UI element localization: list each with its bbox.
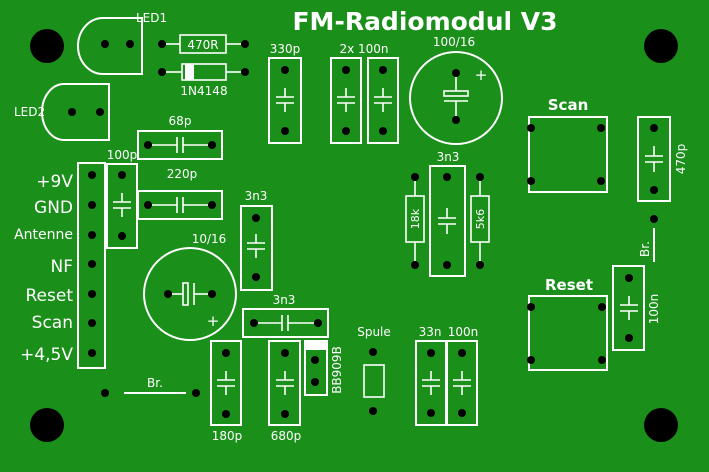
- capacitor-470p: 470p: [637, 116, 688, 202]
- scan-label: Scan: [548, 96, 589, 114]
- connector-7pin: +9V GND Antenne NF Reset Scan +4,5V: [14, 162, 106, 369]
- mounting-hole-top-left: [30, 29, 64, 63]
- capacitors-33n-100n: 33n 100n: [415, 325, 479, 426]
- varicap-bb909b-label: BB909B: [330, 346, 344, 394]
- capacitor-3n3-left-label: 3n3: [245, 189, 268, 203]
- capacitor-680p-label: 680p: [271, 429, 302, 443]
- capacitor-100p-label: 100p: [107, 148, 138, 162]
- capacitor-330p: 330p: [268, 42, 302, 144]
- pin-label-9v: +9V: [36, 172, 73, 192]
- pin-label-nf: NF: [51, 257, 74, 277]
- capacitor-68p: 68p: [137, 114, 223, 160]
- reset-label: Reset: [545, 276, 593, 294]
- resistor-5k6-label: 5k6: [474, 209, 487, 229]
- capacitors-2x100n: 2x 100n: [330, 42, 399, 144]
- electrolytic-10-16-label: 10/16: [192, 232, 227, 246]
- pin-label-scan: Scan: [32, 313, 73, 333]
- capacitor-33n-label: 33n: [419, 325, 442, 339]
- capacitor-100n-right: 100n: [612, 265, 661, 351]
- mounting-hole-bottom-right: [644, 408, 678, 442]
- bridge-bottom: Br.: [101, 376, 200, 397]
- diode-1n4148: 1N4148: [158, 63, 249, 98]
- varicap-bb909b: BB909B: [304, 340, 344, 396]
- capacitor-3n3-mid: 3n3: [242, 293, 329, 338]
- mounting-hole-bottom-left: [30, 408, 64, 442]
- led2-footprint: LED2: [14, 83, 110, 141]
- scan-button-footprint: Scan: [527, 96, 608, 193]
- led1-footprint: LED1: [77, 11, 167, 75]
- reset-button-footprint: Reset: [527, 276, 608, 371]
- led1-label: LED1: [136, 11, 167, 25]
- electrolytic-100-16-label: 100/16: [433, 35, 475, 49]
- resistor-470r: 470R: [158, 34, 249, 54]
- pin-label-gnd: GND: [34, 198, 73, 218]
- electrolytic-100-16: 100/16 +: [409, 35, 503, 145]
- electrolytic-10-16: 10/16 +: [143, 232, 237, 341]
- capacitor-100n-label: 100n: [448, 325, 479, 339]
- capacitor-100n-right-label: 100n: [647, 294, 661, 325]
- capacitor-3n3-left: 3n3: [240, 189, 273, 291]
- capacitors-2x100n-label: 2x 100n: [339, 42, 388, 56]
- capacitor-470p-label: 470p: [674, 144, 688, 175]
- resistor-470r-label: 470R: [187, 38, 218, 52]
- capacitor-180p-label: 180p: [212, 429, 243, 443]
- capacitor-68p-label: 68p: [169, 114, 192, 128]
- resistor-18k: 18k: [405, 173, 425, 269]
- pin-label-antenne: Antenne: [14, 227, 73, 243]
- capacitor-330p-label: 330p: [270, 42, 301, 56]
- resistor-18k-label: 18k: [409, 208, 422, 229]
- pin-label-reset: Reset: [26, 286, 74, 306]
- diode-1n4148-label: 1N4148: [180, 84, 227, 98]
- capacitor-100p: 100p: [106, 148, 138, 249]
- capacitor-3n3-top: 3n3: [429, 150, 466, 277]
- capacitor-180p: 180p: [210, 340, 243, 443]
- pin-label-4-5v: +4,5V: [20, 345, 73, 365]
- mounting-hole-top-right: [644, 29, 678, 63]
- board-title: FM-Radiomodul V3: [292, 7, 557, 36]
- svg-text:+: +: [207, 312, 220, 330]
- coil-spule: Spule: [357, 325, 391, 415]
- svg-text:+: +: [475, 66, 488, 84]
- bridge-bottom-label: Br.: [147, 376, 163, 390]
- capacitor-3n3-top-label: 3n3: [437, 150, 460, 164]
- capacitor-220p-label: 220p: [167, 167, 198, 181]
- bridge-right: Br.: [638, 215, 658, 262]
- led2-label: LED2: [14, 105, 45, 119]
- bridge-right-label: Br.: [638, 241, 652, 257]
- coil-spule-label: Spule: [357, 325, 391, 339]
- resistor-5k6: 5k6: [470, 173, 490, 269]
- capacitor-3n3-mid-label: 3n3: [273, 293, 296, 307]
- capacitor-680p: 680p: [268, 340, 302, 443]
